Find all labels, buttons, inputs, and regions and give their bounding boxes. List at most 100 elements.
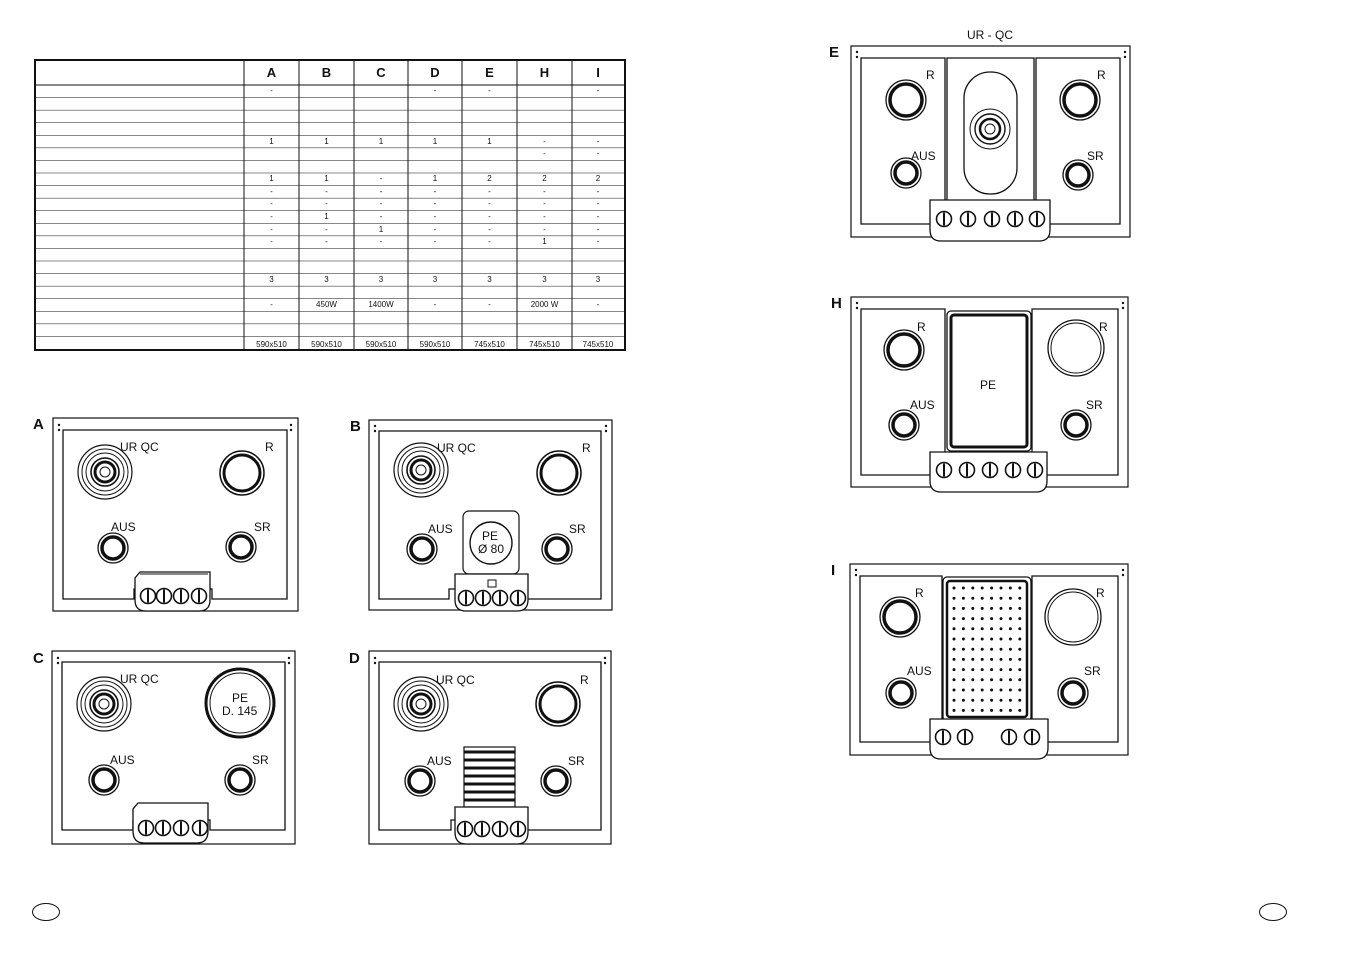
diagram-c-sr-label: SR	[252, 753, 269, 767]
hob-diagram-d	[368, 650, 612, 845]
page-number-circle-left	[32, 903, 60, 921]
table-cell: -	[596, 237, 600, 247]
table-cell: 590x510	[419, 339, 451, 349]
table-header-i: I	[596, 65, 600, 80]
table-cell: 2	[542, 174, 547, 184]
table-cell: 745x510	[529, 339, 560, 349]
diagram-d-sr-label: SR	[568, 754, 585, 768]
table-cell: 2	[595, 174, 601, 184]
hob-diagram-h	[850, 296, 1129, 493]
table-cell: -	[379, 186, 383, 196]
diagram-h-sr-label: SR	[1086, 398, 1103, 412]
table-cell: -	[270, 237, 273, 247]
diagram-d-ur-label: UR QC	[436, 673, 475, 687]
table-cell: -	[596, 199, 600, 209]
table-cell: -	[488, 199, 491, 209]
diagram-b-pe-label: PE	[482, 529, 499, 543]
table-cell: 3	[595, 274, 601, 284]
table-cell: -	[379, 174, 383, 184]
table-cell: 1	[324, 174, 329, 184]
table-header-c: C	[376, 65, 386, 80]
diagram-h-pe-label: PE	[980, 378, 997, 392]
table-cell: -	[488, 212, 491, 221]
hob-diagram-b	[368, 419, 613, 612]
diagram-i-sr-label: SR	[1084, 664, 1101, 678]
table-cell: -	[596, 186, 600, 196]
table-cell: -	[488, 224, 491, 234]
diagram-b-sr-label: SR	[569, 522, 586, 536]
table-cell: -	[543, 136, 546, 146]
diagram-d-letter: D	[349, 650, 360, 667]
hob-diagram-c	[51, 650, 296, 845]
diagram-i-aus-label: AUS	[907, 664, 932, 678]
diagram-c-letter: C	[33, 650, 44, 667]
table-cell: 3	[324, 274, 329, 284]
diagram-c-pe-label: PE	[232, 691, 249, 705]
table-cell: 3	[487, 274, 492, 284]
table-cell: -	[596, 149, 600, 159]
table-cell: 450W	[316, 300, 337, 309]
diagram-b-pe-size: Ø 80	[478, 542, 505, 556]
hob-diagram-i	[849, 563, 1129, 760]
table-cell: -	[433, 300, 437, 309]
table-grid	[36, 61, 624, 349]
diagram-a-letter: A	[33, 416, 44, 433]
diagram-c-pe-size: D. 145	[222, 704, 258, 718]
table-cell: -	[433, 224, 437, 234]
table-cell: -	[270, 300, 273, 309]
diagram-b-letter: B	[350, 418, 361, 435]
table-cell: -	[488, 237, 491, 247]
table-cell: -	[543, 199, 546, 209]
diagram-e-letter: E	[829, 44, 840, 61]
diagram-a-r-label: R	[265, 440, 274, 454]
table-header-h: H	[539, 65, 550, 80]
table-cell: -	[270, 86, 273, 96]
table-header-a: A	[266, 65, 277, 80]
table-cell: -	[270, 212, 273, 221]
table-cell: 1	[378, 136, 384, 146]
diagram-h-aus-label: AUS	[910, 398, 935, 412]
table-cell: -	[379, 237, 383, 247]
table-cell: 1	[324, 212, 329, 221]
table-cell: 745x510	[474, 339, 505, 349]
hob-diagram-a	[52, 417, 299, 612]
table-cell: -	[596, 136, 600, 146]
diagram-c-ur-label: UR QC	[120, 672, 159, 686]
page-number-circle-right	[1259, 903, 1287, 921]
diagram-h-r-left-label: R	[917, 320, 926, 334]
table-cell: -	[488, 300, 491, 309]
table-header-e: E	[485, 65, 494, 80]
diagram-d-aus-label: AUS	[427, 754, 452, 768]
diagram-d-r-label: R	[580, 673, 589, 687]
table-cell: 1400W	[368, 300, 394, 309]
table-cell: 1	[432, 136, 438, 146]
table-cell: 1	[269, 174, 274, 184]
table-cell: 590x510	[365, 339, 397, 349]
table-cell: -	[596, 212, 600, 221]
table-cell: 2000 W	[530, 300, 559, 309]
table-cell: -	[325, 199, 328, 209]
diagram-h-letter: H	[831, 295, 842, 312]
diagram-e-r-right-label: R	[1097, 68, 1106, 82]
diagram-i-r-right-label: R	[1096, 586, 1105, 600]
diagram-c-aus-label: AUS	[110, 753, 135, 767]
table-cell: -	[488, 186, 491, 196]
hob-diagram-e	[850, 45, 1131, 242]
table-cell: -	[596, 300, 600, 309]
table-cell: 1	[269, 136, 274, 146]
table-cell: 745x510	[582, 339, 614, 349]
table-cell: -	[325, 237, 328, 247]
table-cell: -	[596, 224, 600, 234]
diagram-b-aus-label: AUS	[428, 522, 453, 536]
table-cell: -	[433, 212, 437, 221]
table-cell: -	[433, 186, 437, 196]
table-cell: -	[543, 149, 546, 159]
table-cell: -	[379, 199, 383, 209]
diagram-b-ur-label: UR QC	[437, 441, 476, 455]
table-cell: 3	[378, 274, 384, 284]
table-cell: -	[270, 224, 273, 234]
diagram-i-letter: I	[831, 562, 836, 579]
table-cell: 1	[487, 136, 492, 146]
